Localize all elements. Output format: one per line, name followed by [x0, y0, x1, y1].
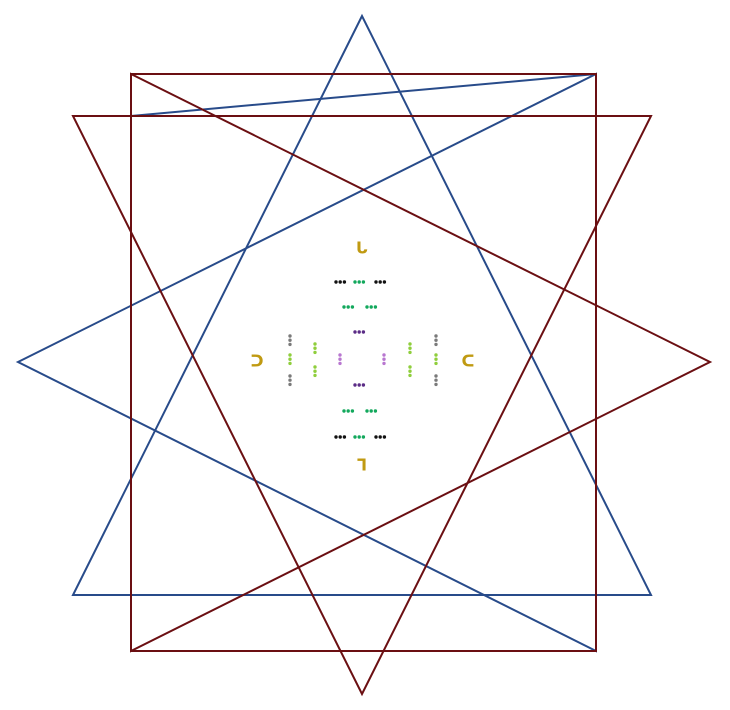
star-shapes [15, 13, 713, 697]
dot-left-gray-bottom [288, 374, 292, 378]
dot-left-lime-bottom [313, 369, 317, 373]
dot-bottom-black-right [374, 435, 378, 439]
glyph-bottom: ᒣ [357, 456, 367, 475]
red-downward-triangle [71, 115, 653, 697]
dot-right-lime-bottom [408, 369, 412, 373]
blue-upward-triangle [71, 13, 653, 596]
dot-bottom-green-right [365, 409, 369, 413]
dot-top-green-left [346, 305, 350, 309]
dot-left-lime [288, 357, 292, 361]
dot-top-purple [361, 330, 366, 334]
center-pattern: ᒐ ᒣ ᑐ ᑕ [250, 239, 474, 475]
dot-left-lime [288, 361, 292, 366]
dot-top-purple [353, 330, 357, 334]
dot-right-gray-bottom [434, 382, 438, 387]
dot-top-green-right [373, 305, 378, 309]
dot-bottom-purple [353, 383, 357, 387]
dot-bottom-purple [357, 383, 361, 387]
dot-top-black-right [382, 280, 387, 284]
dot-left-lime-bottom [313, 373, 317, 378]
dot-right-lime [434, 357, 438, 361]
dot-top-black-left [338, 280, 342, 284]
dot-bottom-black-left [342, 435, 347, 439]
dot-top-green-left [342, 305, 346, 309]
dot-top-green [353, 280, 357, 284]
dot-bottom-purple [361, 383, 366, 387]
dot-top-black-left [334, 280, 338, 284]
dot-right-lilac [382, 353, 386, 357]
dot-groups [288, 280, 438, 439]
red-rightward-triangle [130, 72, 713, 653]
red-square-outline [130, 73, 597, 652]
glyph-left: ᑐ [250, 352, 263, 371]
dot-bottom-green [357, 435, 361, 439]
dot-top-green [361, 280, 366, 284]
blue-square-outline [130, 72, 597, 652]
dot-bottom-black-right [382, 435, 387, 439]
dot-bottom-green-left [342, 409, 346, 413]
dot-bottom-green-right [373, 409, 378, 413]
dot-right-gray-top [434, 334, 438, 338]
dot-bottom-black-right [378, 435, 382, 439]
dot-bottom-green-right [369, 409, 373, 413]
glyph-right: ᑕ [461, 352, 474, 371]
dot-top-green-left [350, 305, 355, 309]
dot-bottom-green [361, 435, 366, 439]
dot-right-gray-bottom [434, 374, 438, 378]
dot-right-lime-bottom [408, 373, 412, 378]
dot-left-gray-top [288, 338, 292, 342]
dot-left-lilac [338, 357, 342, 361]
dot-right-gray-top [434, 342, 438, 347]
dot-top-black-left [342, 280, 347, 284]
dot-right-lime-top [408, 342, 412, 346]
dot-left-lime-top [313, 346, 317, 350]
dot-right-lime [434, 353, 438, 357]
dot-left-lime [288, 353, 292, 357]
dot-right-lime-top [408, 346, 412, 350]
dot-left-lilac [338, 353, 342, 357]
dot-left-gray-bottom [288, 378, 292, 382]
dot-left-gray-top [288, 334, 292, 338]
dot-top-purple [357, 330, 361, 334]
dot-left-lime-top [313, 342, 317, 346]
dot-top-green-right [369, 305, 373, 309]
dot-left-lilac [338, 361, 342, 366]
dot-bottom-green-left [350, 409, 355, 413]
dot-bottom-black-left [338, 435, 342, 439]
dot-left-gray-bottom [288, 382, 292, 387]
dot-left-lime-top [313, 350, 317, 355]
dot-right-gray-top [434, 338, 438, 342]
dot-top-green-right [365, 305, 369, 309]
dot-bottom-green [353, 435, 357, 439]
dot-right-gray-bottom [434, 378, 438, 382]
dot-top-black-right [378, 280, 382, 284]
dot-top-black-right [374, 280, 378, 284]
glyph-top: ᒐ [356, 239, 368, 258]
dot-right-lime-bottom [408, 365, 412, 369]
dot-top-green [357, 280, 361, 284]
dot-right-lilac [382, 357, 386, 361]
dot-left-gray-top [288, 342, 292, 347]
dot-bottom-green-left [346, 409, 350, 413]
dot-right-lime-top [408, 350, 412, 355]
dot-right-lime [434, 361, 438, 366]
dot-left-lime-bottom [313, 365, 317, 369]
dot-right-lilac [382, 361, 386, 366]
dot-bottom-black-left [334, 435, 338, 439]
